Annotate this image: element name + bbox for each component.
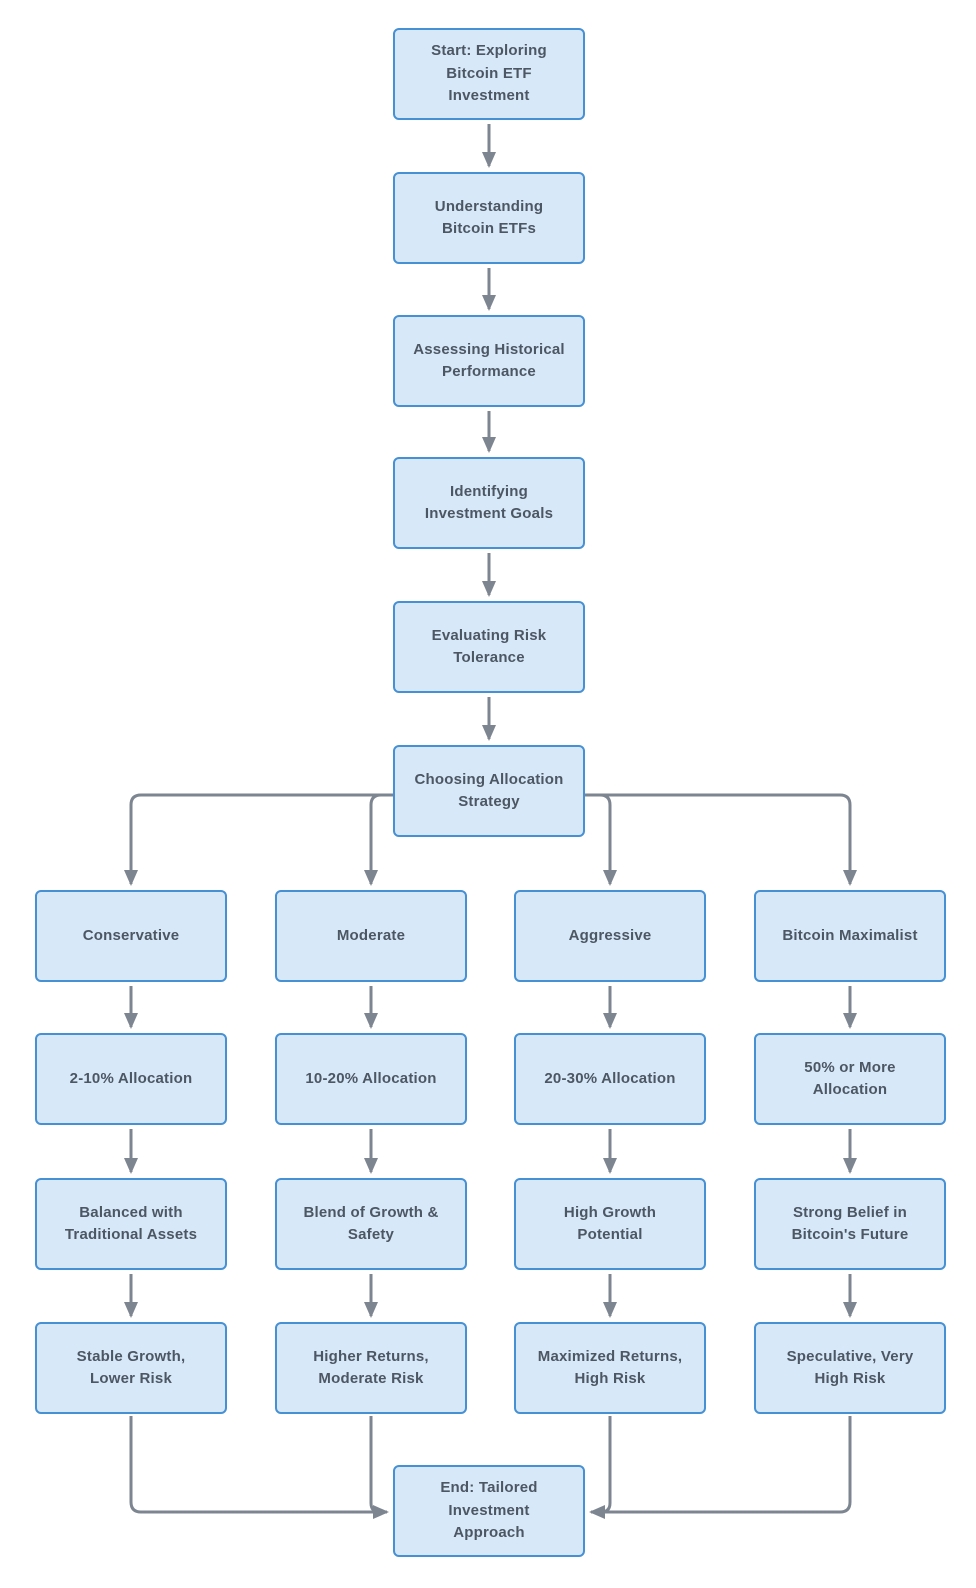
node-maximalist: Bitcoin Maximalist <box>754 890 946 982</box>
edge-aggressive-end <box>600 1416 612 1514</box>
node-identifying: Identifying Investment Goals <box>393 457 585 549</box>
node-maximalist-allocation: 50% or More Allocation <box>754 1033 946 1125</box>
node-aggressive: Aggressive <box>514 890 706 982</box>
edge-conservative-end <box>129 1416 389 1519</box>
node-conservative-outcome: Stable Growth, Lower Risk <box>35 1322 227 1414</box>
node-conservative-allocation: 2-10% Allocation <box>35 1033 227 1125</box>
node-moderate: Moderate <box>275 890 467 982</box>
edge-maximalist-end <box>589 1416 852 1519</box>
node-start: Start: Exploring Bitcoin ETF Investment <box>393 28 585 120</box>
node-evaluating: Evaluating Risk Tolerance <box>393 601 585 693</box>
edge-moderate-end <box>369 1416 381 1514</box>
node-assessing: Assessing Historical Performance <box>393 315 585 407</box>
node-conservative-description: Balanced with Traditional Assets <box>35 1178 227 1270</box>
edge-choosing-moderate <box>364 793 393 886</box>
node-aggressive-allocation: 20-30% Allocation <box>514 1033 706 1125</box>
node-conservative: Conservative <box>35 890 227 982</box>
node-understanding: Understanding Bitcoin ETFs <box>393 172 585 264</box>
node-maximalist-outcome: Speculative, Very High Risk <box>754 1322 946 1414</box>
edge-choosing-conservative <box>124 793 393 886</box>
edge-choosing-maximalist <box>585 793 857 886</box>
node-choosing: Choosing Allocation Strategy <box>393 745 585 837</box>
edge-choosing-aggressive <box>585 793 617 886</box>
node-maximalist-description: Strong Belief in Bitcoin's Future <box>754 1178 946 1270</box>
node-end: End: Tailored Investment Approach <box>393 1465 585 1557</box>
node-moderate-description: Blend of Growth & Safety <box>275 1178 467 1270</box>
node-moderate-outcome: Higher Returns, Moderate Risk <box>275 1322 467 1414</box>
node-moderate-allocation: 10-20% Allocation <box>275 1033 467 1125</box>
node-aggressive-outcome: Maximized Returns, High Risk <box>514 1322 706 1414</box>
node-aggressive-description: High Growth Potential <box>514 1178 706 1270</box>
